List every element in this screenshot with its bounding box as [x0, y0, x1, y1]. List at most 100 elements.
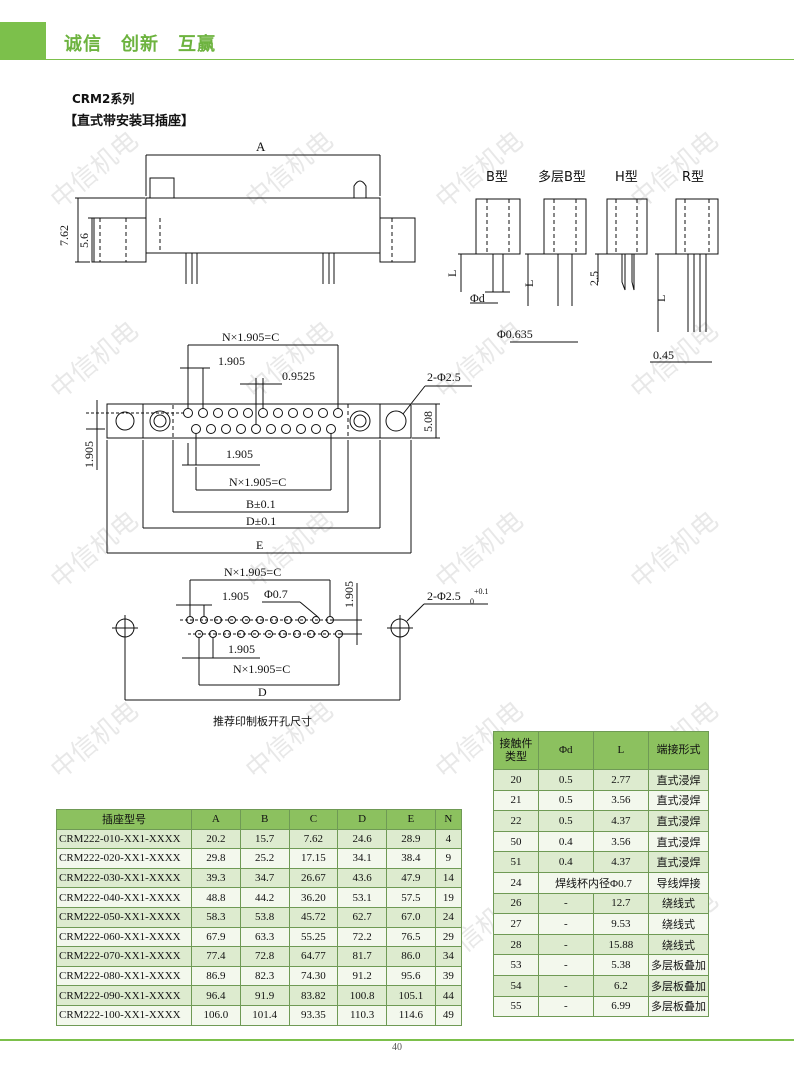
pcb-layout-view [112, 579, 488, 701]
cell-c: 7.62 [288, 828, 339, 850]
watermark: 中信机电 [625, 316, 724, 406]
cell-d: 43.6 [337, 867, 387, 889]
watermark: 中信机电 [625, 506, 724, 596]
cell-model: CRM222-040-XX1-XXXX [56, 887, 192, 908]
dim-762-label: 7.62 [57, 225, 71, 246]
watermark: 中信机电 [240, 696, 339, 786]
col-header-phi-d: Φd [537, 731, 594, 770]
cell-contact-type: 26 [493, 892, 539, 915]
cell-model: CRM222-080-XX1-XXXX [56, 965, 192, 987]
table-row: CRM222-090-XX1-XXXX 96.4 91.9 83.82 100.… [56, 985, 463, 1006]
pitch-nc-mid-label: N×1.905=C [229, 475, 286, 489]
phi-0635-label: Φ0.635 [497, 327, 533, 341]
cell-phi-d: - [537, 974, 594, 997]
dim-b-label: B±0.1 [246, 497, 276, 511]
cell-e: 28.9 [386, 828, 436, 850]
cell-n: 9 [434, 848, 463, 869]
cell-c: 45.72 [288, 906, 339, 928]
cell-phi-d: - [537, 954, 594, 976]
table-row: 50 0.4 3.56 直式浸焊 [493, 830, 709, 853]
header-rule [46, 59, 794, 60]
watermark: 中信机电 [430, 126, 529, 216]
cell-termination: 绕线式 [648, 933, 709, 956]
col-header-n: N [434, 809, 463, 830]
cell-n: 4 [434, 828, 463, 850]
table-row: CRM222-070-XX1-XXXX 77.4 72.8 64.77 81.7… [56, 946, 463, 967]
cell-contact-type: 54 [493, 974, 539, 997]
table-row: 26 - 12.7 绕线式 [493, 892, 709, 915]
cell-n: 49 [434, 1004, 463, 1026]
cell-b: 82.3 [239, 965, 290, 987]
cell-l: 3.56 [592, 830, 650, 853]
cell-a: 86.9 [191, 965, 241, 987]
cell-d: 100.8 [337, 985, 387, 1006]
cell-d: 24.6 [337, 828, 387, 850]
cell-e: 47.9 [386, 867, 436, 889]
cell-contact-type: 55 [493, 995, 539, 1018]
cell-phi-d: 0.5 [537, 789, 594, 812]
cell-contact-type: 50 [493, 830, 539, 853]
cell-termination: 导线焊接 [648, 871, 709, 894]
pcb-nc-bottom-label: N×1.905=C [233, 662, 290, 676]
cell-phi-d: - [537, 995, 594, 1018]
table-header-row: 接触件类型 Φd L 端接形式 [493, 731, 709, 770]
watermark: 中信机电 [240, 316, 339, 406]
footer-rule [0, 1039, 794, 1041]
table-row: 51 0.4 4.37 直式浸焊 [493, 851, 709, 873]
cell-termination: 绕线式 [648, 892, 709, 915]
col-header-contact-type: 接触件类型 [493, 731, 539, 770]
col-header-termination: 端接形式 [648, 731, 709, 770]
cell-b: 91.9 [239, 985, 290, 1006]
cell-model: CRM222-060-XX1-XXXX [56, 926, 192, 948]
cell-n: 29 [434, 926, 463, 948]
table-row: 28 - 15.88 绕线式 [493, 933, 709, 956]
dim-25-label: 2.5 [587, 271, 601, 286]
cell-termination: 直式浸焊 [648, 810, 709, 832]
cell-l: 12.7 [592, 892, 650, 915]
pcb-hole-label: 2-Φ2.5 [427, 589, 461, 603]
side-1905-label: 1.905 [82, 441, 96, 468]
socket-dimension-table: 插座型号 A B C D E N CRM222-010-XX1-XXXX 20.… [56, 809, 463, 1026]
cell-a: 77.4 [191, 946, 241, 967]
cell-contact-type: 28 [493, 933, 539, 956]
cell-phi-d: 0.5 [537, 810, 594, 832]
table-row: CRM222-010-XX1-XXXX 20.2 15.7 7.62 24.6 … [56, 828, 463, 850]
col-header-c: C [288, 809, 339, 830]
watermark: 中信机电 [430, 506, 529, 596]
cell-model: CRM222-050-XX1-XXXX [56, 906, 192, 928]
cell-a: 48.8 [191, 887, 241, 908]
dim-e-label: E [256, 538, 263, 552]
top-view-pin-row-lower [191, 424, 336, 434]
cell-c: 17.15 [288, 848, 339, 869]
table-row: CRM222-030-XX1-XXXX 39.3 34.7 26.67 43.6… [56, 867, 463, 889]
cell-a: 67.9 [191, 926, 241, 948]
table-row: CRM222-040-XX1-XXXX 48.8 44.2 36.20 53.1… [56, 887, 463, 908]
cell-contact-type: 21 [493, 789, 539, 812]
cell-contact-type: 24 [493, 871, 539, 894]
pcb-hole-tol-plus: +0.1 [474, 587, 489, 596]
cell-contact-type: 27 [493, 913, 539, 935]
cell-l: 15.88 [592, 933, 650, 956]
cell-l: 9.53 [592, 913, 650, 935]
pcb-phi07-label: Φ0.7 [264, 587, 288, 601]
cell-b: 53.8 [239, 906, 290, 928]
dim-56-label: 5.6 [77, 233, 91, 248]
cell-e: 105.1 [386, 985, 436, 1006]
cell-model: CRM222-100-XX1-XXXX [56, 1004, 192, 1026]
col-header-e: E [386, 809, 436, 830]
cell-c: 74.30 [288, 965, 339, 987]
top-view-pin-row-upper [183, 408, 343, 418]
header-accent-block [0, 22, 46, 60]
cell-c: 83.82 [288, 985, 339, 1006]
cell-contact-type: 51 [493, 851, 539, 873]
col-header-model: 插座型号 [56, 809, 192, 830]
watermark: 中信机电 [45, 696, 144, 786]
table-row: 55 - 6.99 多层板叠加 [493, 995, 709, 1018]
cell-termination: 直式浸焊 [648, 851, 709, 873]
cell-model: CRM222-030-XX1-XXXX [56, 867, 192, 889]
series-title: CRM2系列 [72, 92, 135, 106]
watermark: 中信机电 [45, 126, 144, 216]
cell-n: 24 [434, 906, 463, 928]
cell-phi-d: - [537, 933, 594, 956]
table-row: 27 - 9.53 绕线式 [493, 913, 709, 935]
